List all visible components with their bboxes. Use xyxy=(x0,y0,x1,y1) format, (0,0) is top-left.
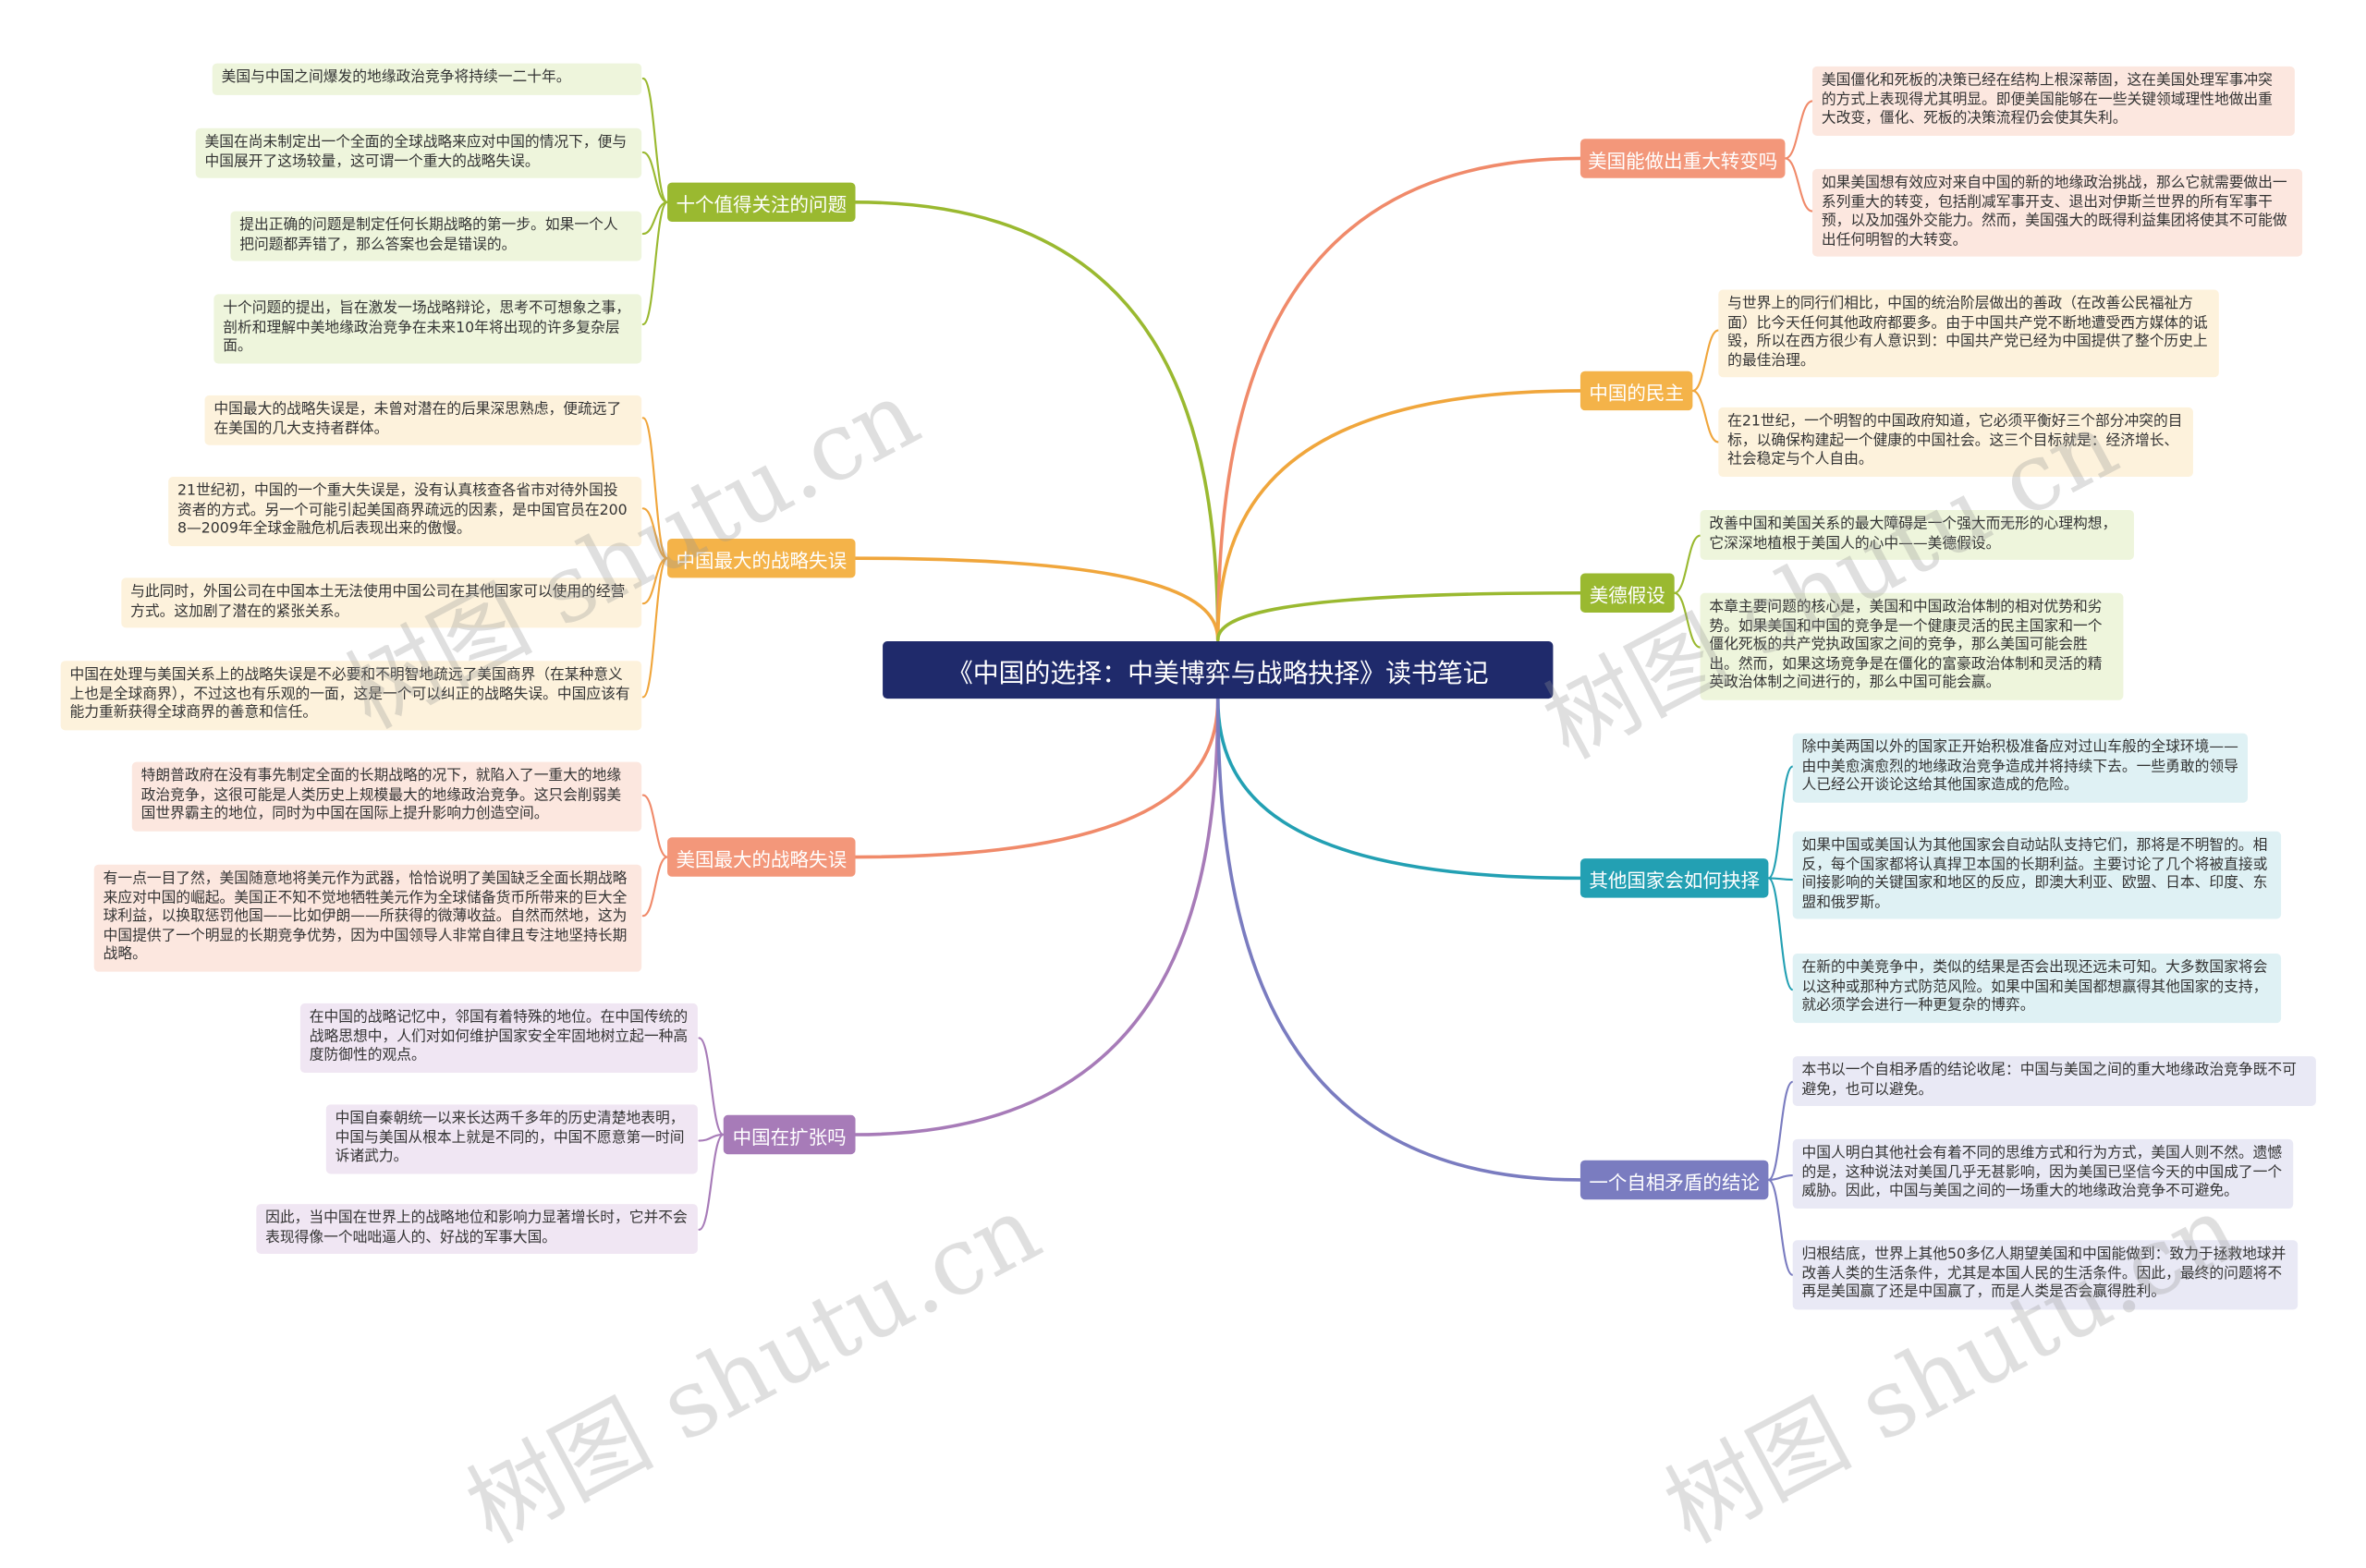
connector-line xyxy=(641,507,669,560)
leaf-note: 因此，当中国在世界上的战略地位和影响力显著增长时，它并不会表现得像一个咄咄逼人的… xyxy=(256,1204,698,1255)
connector-line xyxy=(853,201,1220,642)
connector-line xyxy=(1767,1178,1794,1276)
leaf-note: 在新的中美竞争中，类似的结果是否会出现还远未可知。大多数国家将会以这种或那种方式… xyxy=(1792,954,2282,1023)
leaf-note: 本章主要问题的核心是，美国和中国政治体制的相对优势和劣势。如果美国和中国的竞争是… xyxy=(1700,592,2124,700)
connector-line xyxy=(641,201,669,326)
connector-line xyxy=(1784,100,1814,160)
branch-can-us-change[interactable]: 美国能做出重大转变吗 xyxy=(1579,139,1786,178)
leaf-note: 十个问题的提出，旨在激发一场战略辩论，思考不可想象之事，剖析和理解中美地缘政治竞… xyxy=(213,294,642,364)
leaf-note: 如果美国想有效应对来自中国的新的地缘政治挑战，那么它就需要做出一系列重大的转变，… xyxy=(1812,168,2303,258)
connector-line xyxy=(641,557,669,699)
connector-line xyxy=(1767,765,1794,880)
connector-line xyxy=(853,697,1220,1136)
leaf-note: 21世纪初，中国的一个重大失误是，没有认真核查各省市对待外国投资者的方式。另一个… xyxy=(168,477,642,546)
leaf-note: 美国与中国之间爆发的地缘政治竞争将持续一二十年。 xyxy=(212,63,642,95)
branch-china-democracy[interactable]: 中国的民主 xyxy=(1579,371,1693,411)
connector-line xyxy=(641,77,669,203)
leaf-note: 与此同时，外国公司在中国本土无法使用中国公司在其他国家可以使用的经营方式。这加剧… xyxy=(121,577,642,628)
connector-line xyxy=(1691,329,1720,392)
branch-china-strategic-mistake[interactable]: 中国最大的战略失误 xyxy=(667,538,856,578)
leaf-note: 中国人明白其他社会有着不同的思维方式和行为方式，美国人则不然。遗憾的是，这种说法… xyxy=(1792,1138,2294,1209)
root-topic[interactable]: 《中国的选择：中美博弈与战略抉择》读书笔记 xyxy=(883,641,1554,699)
connector-line xyxy=(641,856,669,918)
leaf-note: 提出正确的问题是制定任何长期战略的第一步。如果一个人把问题都弄错了，那么答案也会… xyxy=(230,211,642,261)
connector-line xyxy=(1767,877,1794,881)
connector-line xyxy=(698,1133,725,1231)
connector-line xyxy=(1215,156,1582,642)
connector-line xyxy=(641,417,669,560)
connector-line xyxy=(1673,591,1701,649)
connector-line xyxy=(1215,590,1582,642)
leaf-note: 有一点一目了然，美国随意地将美元作为武器，恰恰说明了美国缺乏全面长期战略来应对中… xyxy=(93,864,642,972)
leaf-note: 中国最大的战略失误是，未曾对潜在的后果深思熟虑，便疏远了在美国的几大支持者群体。 xyxy=(204,395,642,446)
branch-virtue-hypothesis[interactable]: 美德假设 xyxy=(1579,573,1675,613)
connector-line xyxy=(641,794,669,858)
connector-line xyxy=(1215,389,1582,642)
connector-line xyxy=(853,697,1220,859)
leaf-note: 特朗普政府在没有事先制定全面的长期战略的况下，就陷入了一重大的地缘政治竞争，这很… xyxy=(131,761,642,832)
connector-line xyxy=(1691,389,1720,444)
mind-map-canvas: 《中国的选择：中美博弈与战略抉择》读书笔记 十个值得关注的问题 中国最大的战略失… xyxy=(60,63,2316,1564)
connector-line xyxy=(1215,697,1582,881)
branch-is-china-expanding[interactable]: 中国在扩张吗 xyxy=(723,1114,856,1155)
leaf-note: 与世界上的同行们相比，中国的统治阶层做出的善政（在改善公民福祉方面）比今天任何其… xyxy=(1718,289,2219,378)
leaf-note: 如果中国或美国认为其他国家会自动站队支持它们，那将是不明智的。相反，每个国家都将… xyxy=(1792,831,2282,920)
connector-line xyxy=(1673,534,1701,594)
branch-ten-questions[interactable]: 十个值得关注的问题 xyxy=(667,182,856,223)
connector-lines xyxy=(641,77,1814,1276)
leaf-note: 在21世纪，一个明智的中国政府知道，它必须平衡好三个部分冲突的目标，以确保构建起… xyxy=(1718,407,2193,477)
connector-line xyxy=(853,556,1220,642)
connector-line xyxy=(1215,697,1582,1182)
branch-other-countries[interactable]: 其他国家会如何抉择 xyxy=(1579,858,1769,898)
branch-paradoxical-conclusion[interactable]: 一个自相矛盾的结论 xyxy=(1579,1160,1769,1200)
connector-line xyxy=(1767,1174,1794,1182)
connector-line xyxy=(698,1133,725,1142)
leaf-note: 归根结底，世界上其他50多亿人期望美国和中国能做到：致力于拯救地球并改善人类的生… xyxy=(1792,1240,2299,1310)
branch-us-strategic-mistake[interactable]: 美国最大的战略失误 xyxy=(667,837,856,877)
leaf-note: 中国在处理与美国关系上的战略失误是不必要和不明智地疏远了美国商界（在某种意义上也… xyxy=(60,661,642,730)
leaf-note: 美国僵化和死板的决策已经在结构上根深蒂固，这在美国处理军事冲突的方式上表现得尤其… xyxy=(1812,66,2295,136)
leaf-note: 除中美两国以外的国家正开始积极准备应对过山车般的全球环境——由中美愈演愈烈的地缘… xyxy=(1792,733,2249,803)
connector-line xyxy=(698,1037,725,1136)
leaf-note: 本书以一个自相矛盾的结论收尾：中国与美国之间的重大地缘政治竞争既不可避免，也可以… xyxy=(1792,1056,2316,1107)
leaf-note: 美国在尚未制定出一个全面的全球战略来应对中国的情况下，便与中国展开了这场较量，这… xyxy=(195,128,642,178)
leaf-note: 在中国的战略记忆中，邻国有着特殊的地位。在中国传统的战略思想中，人们对如何维护国… xyxy=(299,1003,698,1073)
connector-line xyxy=(1784,157,1814,213)
connector-line xyxy=(641,151,669,203)
connector-line xyxy=(1767,877,1794,991)
connector-line xyxy=(1767,1080,1794,1182)
leaf-note: 改善中国和美国关系的最大障碍是一个强大而无形的心理构想，它深深地植根于美国人的心… xyxy=(1700,509,2134,561)
leaf-note: 中国自秦朝统一以来长达两千多年的历史清楚地表明，中国与美国从根本上就是不同的，中… xyxy=(325,1104,698,1174)
connector-line xyxy=(641,557,669,605)
